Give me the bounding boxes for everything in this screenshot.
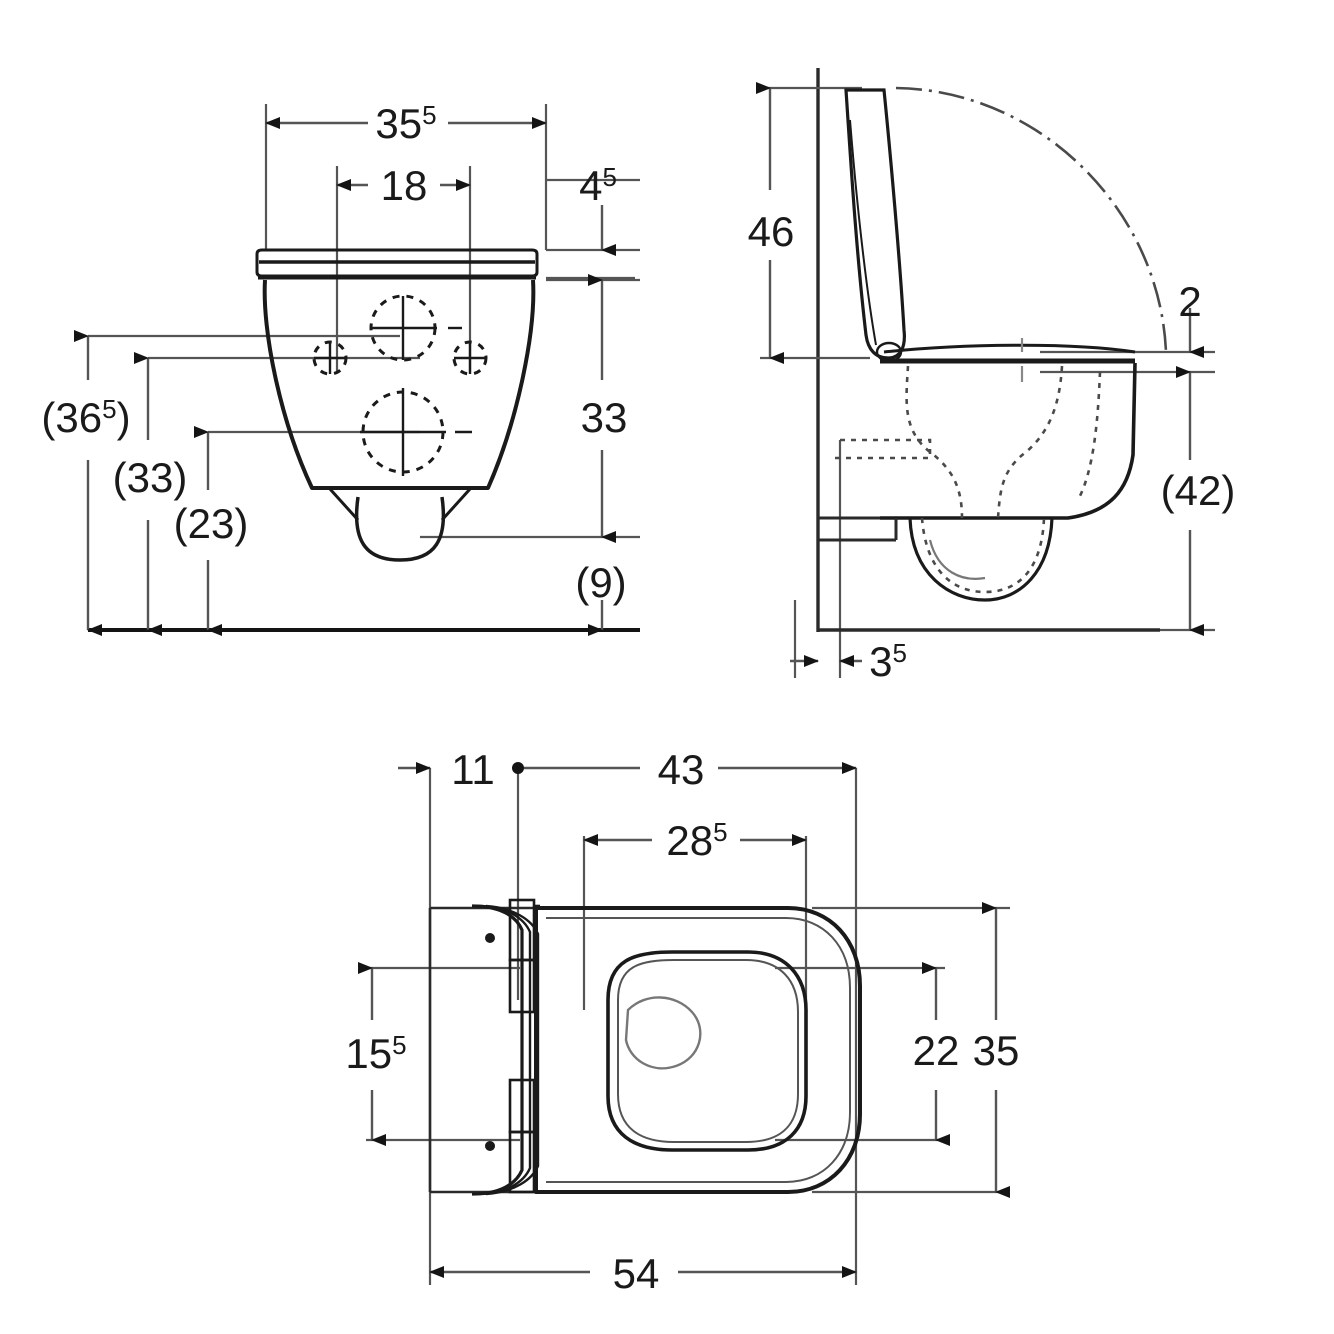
dim-top-rear-offset: 11 <box>451 746 495 793</box>
side-view-seat <box>875 341 1136 364</box>
top-view-dimension-labels: 11 43 285 155 22 35 54 <box>345 746 1019 1297</box>
side-view-dimension-labels: 46 2 (42) 35 <box>748 208 1236 685</box>
side-view-hidden-geometry <box>835 365 1102 594</box>
dim-front-top-to-floor: (365) <box>41 394 130 441</box>
front-view-dimension-labels: 355 18 45 33 (9) (365) (33) (23) <box>41 100 627 606</box>
dim-side-bowl-to-floor: (42) <box>1161 467 1236 514</box>
dim-front-seat-thickness: 45 <box>579 162 617 209</box>
side-view-dimension-lines <box>756 82 1204 667</box>
dim-front-floor-gap: (9) <box>575 559 626 606</box>
front-view-dimension-lines <box>74 117 616 636</box>
dim-front-lower-fixing-to-floor: (23) <box>174 500 249 547</box>
top-view-toilet-outline <box>428 898 862 1196</box>
dim-top-opening-length: 285 <box>666 817 727 864</box>
dim-top-hinge-spacing: 155 <box>345 1030 406 1077</box>
dim-side-wall-offset: 35 <box>869 638 907 685</box>
front-view-bowl-outline <box>262 279 536 562</box>
dim-top-overall-length: 54 <box>613 1250 660 1297</box>
dim-front-hole-spacing: 18 <box>381 162 428 209</box>
dim-front-upper-fixing-to-floor: (33) <box>113 454 188 501</box>
dim-front-bowl-height: 33 <box>581 394 628 441</box>
dim-front-overall-width: 355 <box>375 100 436 147</box>
top-view-extension-lines <box>366 768 1010 1285</box>
dim-side-seat-thickness: 2 <box>1178 278 1201 325</box>
side-view-bowl-outline <box>818 362 1137 602</box>
top-view: 11 43 285 155 22 35 54 <box>345 746 1019 1297</box>
dim-top-overall-width: 35 <box>973 1027 1020 1074</box>
front-view: 355 18 45 33 (9) (365) (33) (23) <box>41 100 640 636</box>
dim-side-lid-height: 46 <box>748 208 795 255</box>
front-view-seat-lid <box>255 248 539 280</box>
side-view-open-lid <box>844 88 906 360</box>
front-view-center-marks <box>314 296 486 476</box>
side-view-lid-swing-arc <box>895 86 1168 353</box>
dim-top-seat-length: 43 <box>658 746 705 793</box>
side-view: 46 2 (42) 35 <box>748 68 1236 685</box>
top-view-dimension-lines <box>358 762 1010 1278</box>
dim-top-opening-width: 22 <box>913 1027 960 1074</box>
